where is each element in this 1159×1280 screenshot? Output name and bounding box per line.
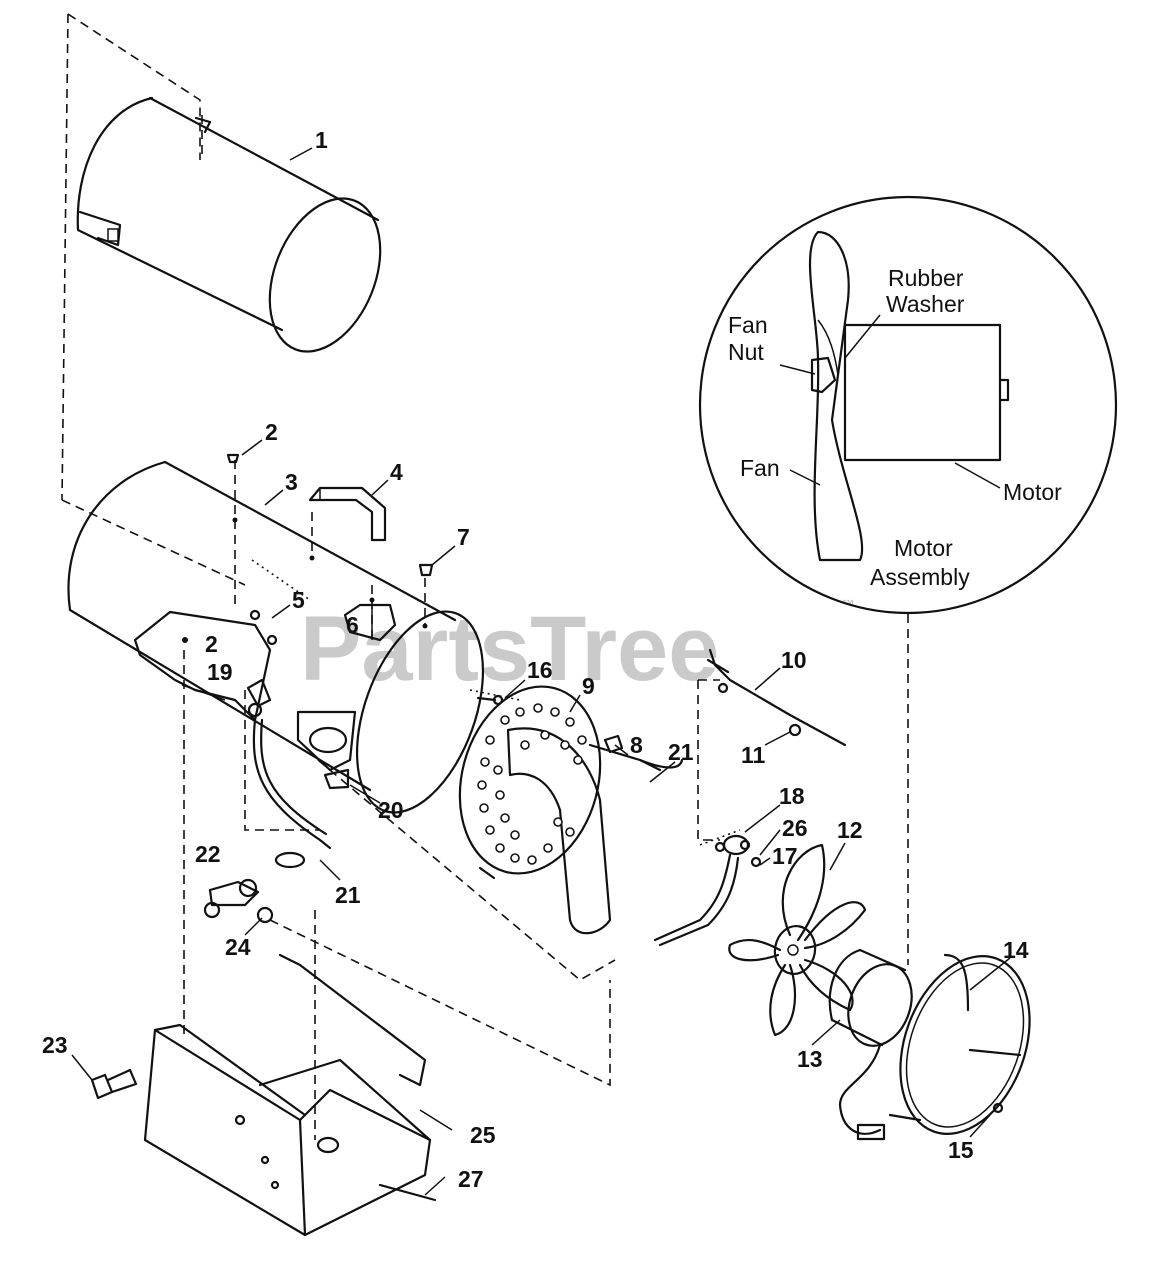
callout-3: 3 [285,469,298,495]
leader-lines [71,147,1011,1196]
label-fan: Fan [740,455,780,481]
callout-9: 9 [582,673,595,699]
callout-23: 23 [42,1032,68,1058]
callout-8: 8 [630,732,643,758]
callout-2-top: 2 [265,419,278,445]
detail-labels: Rubber Washer Fan Nut Fan Motor Motor As… [728,265,1062,590]
part-4-handle [308,486,387,542]
callout-2-side: 2 [205,631,218,657]
label-motor-assembly-2: Assembly [870,564,970,590]
callout-16: 16 [527,657,553,683]
callout-13: 13 [797,1046,823,1072]
label-motor: Motor [1003,479,1062,505]
callout-22: 22 [195,841,221,867]
callout-15: 15 [948,1137,974,1163]
callout-21-right: 21 [668,739,694,765]
part-22-regulator [203,878,274,924]
burner-holes [477,703,587,865]
callout-20: 20 [378,797,404,823]
callout-11: 11 [741,742,766,768]
label-fan-nut-2: Nut [728,339,764,365]
label-washer: Washer [886,291,965,317]
callout-1: 1 [315,127,328,153]
callout-27: 27 [458,1166,484,1192]
label-motor-assembly-1: Motor [894,535,953,561]
callout-19: 19 [207,659,233,685]
part-9-burner-plate [458,685,612,935]
callout-6: 6 [346,612,359,638]
part-25-base-frame [143,953,432,1237]
part-13-motor [828,948,913,1141]
callout-4: 4 [390,459,403,485]
watermark: PartsTree ™ [300,597,854,700]
part-27-pin [378,1183,437,1202]
callout-24: 24 [225,934,251,960]
watermark-text: PartsTree [300,598,719,700]
part-23-valve [90,1068,138,1100]
callout-7: 7 [457,524,470,550]
callout-17: 17 [772,843,798,869]
callout-12: 12 [837,817,863,843]
part-19-fitting [246,678,272,718]
part-10-thermocouple [706,648,847,747]
part-3-heater-body [67,460,485,814]
part-1-cover-shell [76,96,382,353]
part-12-fan-blade [728,843,867,1037]
callout-5: 5 [292,587,305,613]
callout-26: 26 [782,815,808,841]
motor-assembly-detail [698,195,1118,615]
callout-14: 14 [1003,937,1029,963]
callout-18: 18 [779,783,805,809]
callout-numbers: 1 2 3 4 7 5 6 2 19 16 9 10 8 21 11 18 26… [42,127,1029,1192]
callout-10: 10 [781,647,807,673]
label-rubber: Rubber [888,265,964,291]
part-18-limit-switch [653,834,762,947]
part-21-hose [252,718,332,869]
part-14-fan-guard [888,953,1031,1135]
callout-21-left: 21 [335,882,361,908]
label-fan-nut-1: Fan [728,312,768,338]
callout-25: 25 [470,1122,496,1148]
part-8-electrode [588,734,684,772]
